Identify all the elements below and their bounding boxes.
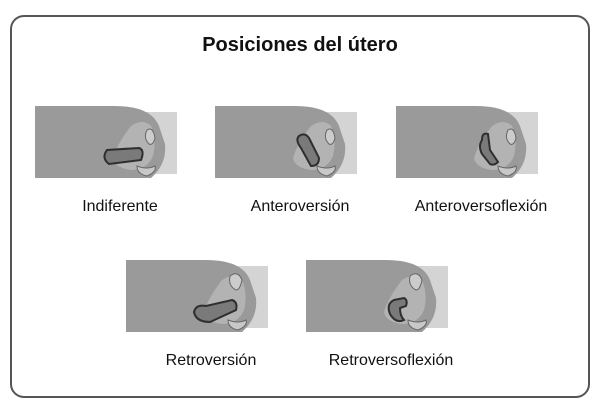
- caption-retroversoflexion: Retroversoflexión: [328, 352, 454, 369]
- panel-anteroversion: [215, 104, 365, 186]
- caption-anteroversion: Anteroversión: [250, 198, 350, 215]
- figure-frame: [10, 15, 590, 398]
- uterus-anteroversoflexion: [479, 132, 500, 166]
- uterus-retroversion: [192, 298, 238, 324]
- pelvis-illustration-retroversion: [126, 260, 268, 332]
- caption-indiferente: Indiferente: [82, 198, 158, 215]
- pelvis-illustration-retroversoflexion: [306, 260, 448, 332]
- pelvis-illustration-anteroversoflexion: [396, 106, 538, 178]
- uterus-retroversoflexion: [387, 296, 408, 323]
- figure-title: Posiciones del útero: [202, 34, 398, 56]
- caption-anteroversoflexion: Anteroversoflexión: [414, 198, 548, 215]
- pelvis-illustration-anteroversion: [215, 106, 357, 178]
- panel-anteroversoflexion: [396, 104, 546, 186]
- panel-indiferente: [35, 104, 185, 186]
- panel-retroversoflexion: [306, 258, 456, 340]
- uterus-indiferente: [103, 146, 144, 166]
- caption-retroversion: Retroversión: [165, 352, 257, 369]
- pelvis-illustration-indiferente: [35, 106, 177, 178]
- uterus-anteroversion: [296, 133, 321, 168]
- panel-retroversion: [126, 258, 276, 340]
